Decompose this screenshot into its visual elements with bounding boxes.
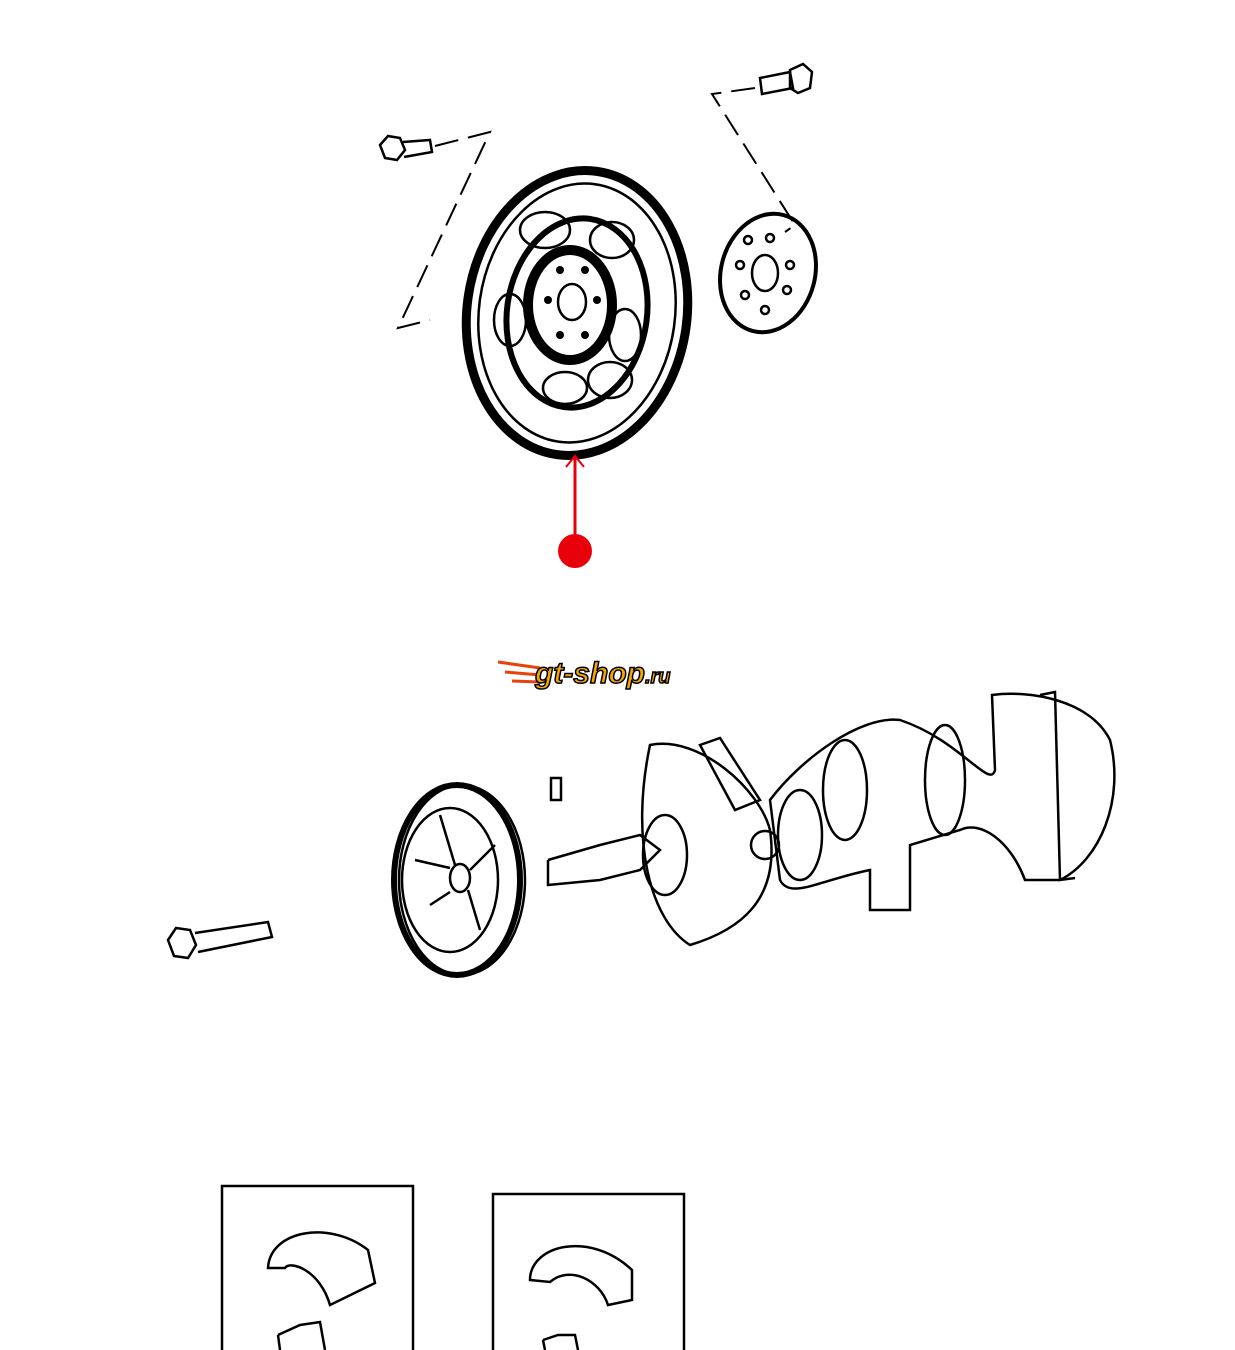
vibration-damper-pulley: [391, 782, 527, 978]
crankshaft-key: [549, 776, 563, 802]
watermark-logo: gt-shop.ru: [534, 656, 671, 691]
flexplate-adapter-plate: [718, 211, 818, 335]
adapter-bolt-right: [758, 62, 814, 96]
watermark-suffix: .ru: [644, 665, 671, 689]
watermark-speed-lines: [497, 660, 541, 684]
leader-line-left: [396, 130, 492, 330]
crankshaft: [546, 690, 1116, 947]
main-bearing-box-2: [491, 1192, 686, 1350]
flexplate-bolt-left: [378, 134, 434, 162]
callout-marker: [558, 454, 592, 568]
main-bearing-box-1: [220, 1184, 415, 1350]
leader-line-right: [710, 87, 797, 233]
watermark-main: gt-shop: [534, 656, 645, 691]
damper-bolt: [166, 920, 274, 960]
flexplate: [461, 166, 693, 460]
